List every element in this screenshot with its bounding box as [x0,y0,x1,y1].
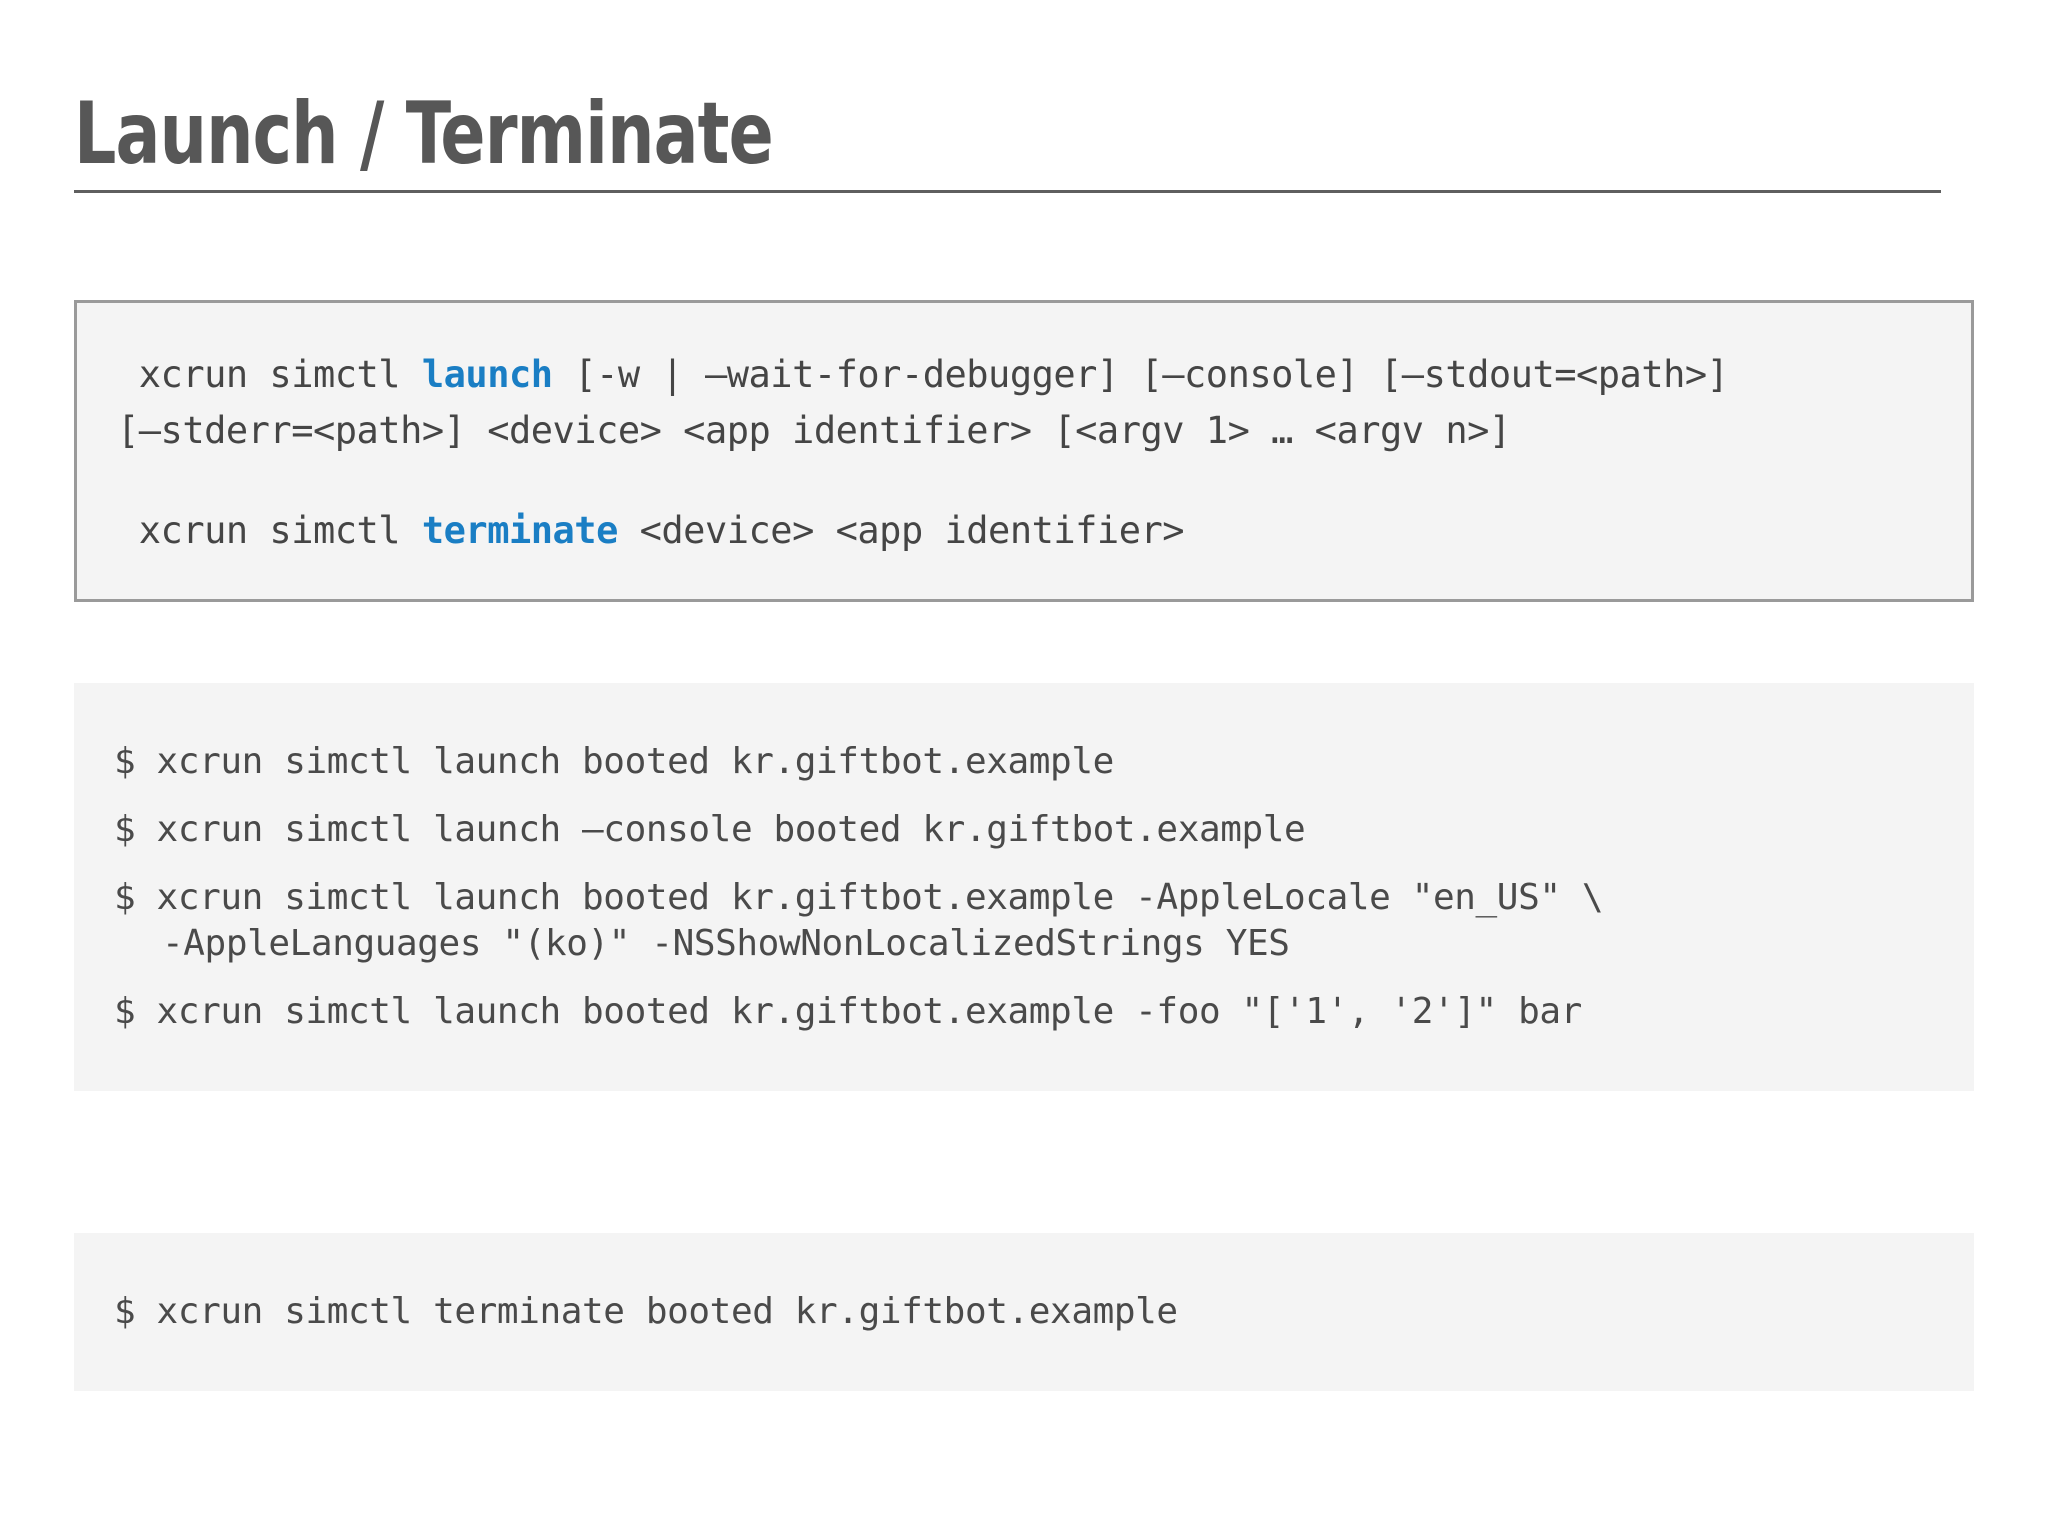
example-command-group: $ xcrun simctl launch —console booted kr… [114,807,1934,853]
terminate-keyword: terminate [421,509,618,552]
syntax-block-spacer [117,459,1931,503]
example-command-line: $ xcrun simctl launch booted kr.giftbot.… [114,741,1114,782]
example-command-group: $ xcrun simctl launch booted kr.giftbot.… [114,989,1934,1035]
example-command-line: $ xcrun simctl launch booted kr.giftbot.… [114,991,1582,1032]
example-command-line: $ xcrun simctl launch booted kr.giftbot.… [114,877,1604,918]
launch-keyword: launch [421,353,553,396]
launch-syntax-options: [-w | —wait-for-debugger] [—console] [—s… [552,353,1729,396]
example-command-group: $ xcrun simctl launch booted kr.giftbot.… [114,739,1934,785]
launch-examples-block: $ xcrun simctl launch booted kr.giftbot.… [74,683,1974,1091]
terminate-example-command-line: $ xcrun simctl terminate booted kr.giftb… [114,1291,1178,1332]
page-title: Launch / Terminate [74,84,774,184]
terminate-syntax-prefix: xcrun simctl [117,509,422,552]
launch-syntax-line-2: [—stderr=<path>] <device> <app identifie… [117,409,1511,452]
example-command-group: $ xcrun simctl launch booted kr.giftbot.… [114,875,1934,967]
launch-syntax-prefix: xcrun simctl [117,353,422,396]
terminate-syntax-args: <device> <app identifier> [617,509,1185,552]
page-title-group: Launch / Terminate [74,84,1974,193]
terminate-example-block: $ xcrun simctl terminate booted kr.giftb… [74,1233,1974,1391]
example-command-continuation: -AppleLanguages "(ko)" -NSShowNonLocaliz… [162,923,1290,964]
terminate-syntax-line: xcrun simctl terminate <device> <app ide… [117,503,1931,559]
example-command-line: $ xcrun simctl launch —console booted kr… [114,809,1306,850]
syntax-code-block: xcrun simctl launch [-w | —wait-for-debu… [74,300,1974,602]
title-underline-divider [74,190,1941,193]
launch-syntax-line-1: xcrun simctl launch [-w | —wait-for-debu… [117,347,1931,403]
